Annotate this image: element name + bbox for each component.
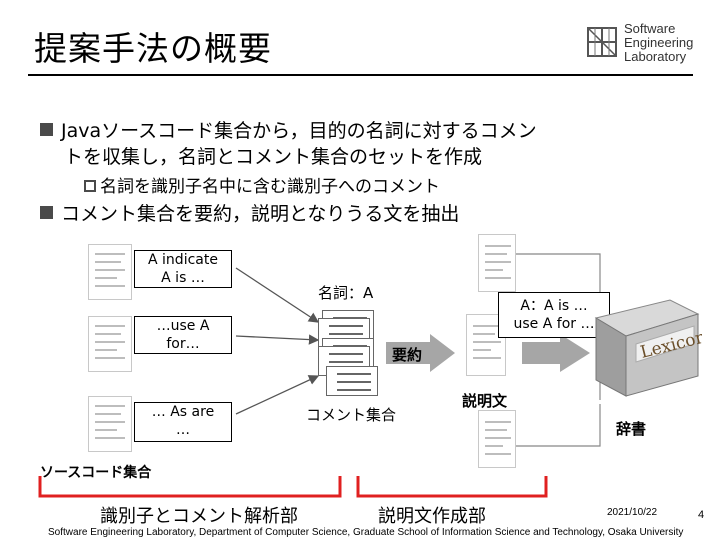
bullet-1: Javaソースコード集合から，目的の名詞に対するコメン トを収集し，名詞とコメン… (40, 118, 537, 170)
collect-arrows (235, 267, 320, 415)
slide-date: 2021/10/22 (607, 507, 658, 518)
bullet-1-line1: Javaソースコード集合から，目的の名詞に対するコメン (61, 120, 537, 142)
comment-callout-1-line2: A is … (161, 270, 205, 286)
sub-bullet: 名詞を識別子名中に含む識別子へのコメント (84, 172, 440, 197)
comment-set-label: コメント集合 (306, 406, 397, 424)
dictionary-book-icon: Lexicon (594, 299, 702, 397)
source-code-set-label: ソースコード集合 (40, 465, 152, 481)
bullet-square-icon (40, 123, 53, 136)
dictionary-label: 辞書 (616, 420, 647, 438)
bullet-2-line1: コメント集合を要約，説明となりうる文を抽出 (61, 203, 460, 225)
slide-title: 提案手法の概要 (34, 29, 272, 68)
description-callout: A：A is … use A for … (498, 292, 610, 338)
comment-callout-1-line1: A indicate (148, 252, 218, 268)
title-divider (28, 74, 693, 76)
generator-label: 説明文作成部 (378, 506, 486, 527)
comment-card (326, 366, 378, 396)
sub-bullet-square-icon (84, 180, 96, 192)
bullet-2: コメント集合を要約，説明となりうる文を抽出 (40, 201, 459, 227)
noun-label: 名詞：A (318, 284, 374, 302)
comment-callout-3-line2: … (176, 422, 190, 438)
source-file-2 (88, 316, 132, 372)
dictionary-arrow (522, 334, 590, 372)
comment-callout-1: A indicate A is … (134, 250, 232, 288)
description-file-bottom (478, 410, 516, 468)
bullet-square-icon (40, 206, 53, 219)
source-file-3 (88, 396, 132, 452)
page-number: 4 (698, 509, 705, 521)
summarize-label: 要約 (392, 346, 423, 364)
comment-callout-2-line1: …use A (156, 318, 210, 334)
comment-callout-2: …use A for… (134, 316, 232, 354)
comment-callout-3: … As are … (134, 402, 232, 442)
bullet-1-line2: トを収集し，名詞とコメント集合のセットを作成 (64, 146, 483, 168)
description-callout-line2: use A for … (513, 316, 595, 332)
comment-callout-3-line1: … As are (151, 404, 215, 420)
description-file-top (478, 234, 516, 292)
lab-logo-mark-icon (587, 27, 617, 57)
source-file-1 (88, 244, 132, 300)
footer-affiliation: Software Engineering Laboratory, Departm… (48, 527, 684, 538)
dictionary-bracket (516, 253, 601, 447)
logo-text-engineering: Engineering (624, 35, 694, 50)
description-callout-line1: A：A is … (520, 298, 588, 314)
logo-text-laboratory: Laboratory (624, 49, 687, 64)
lab-logo: Software Engineering Laboratory (584, 22, 704, 70)
comment-callout-2-line2: for… (166, 336, 200, 352)
sub-bullet-text: 名詞を識別子名中に含む識別子へのコメント (100, 177, 440, 197)
logo-text-software: Software (624, 21, 676, 36)
analyzer-label: 識別子とコメント解析部 (100, 506, 298, 527)
description-label: 説明文 (462, 392, 508, 410)
generator-bracket (356, 476, 548, 498)
